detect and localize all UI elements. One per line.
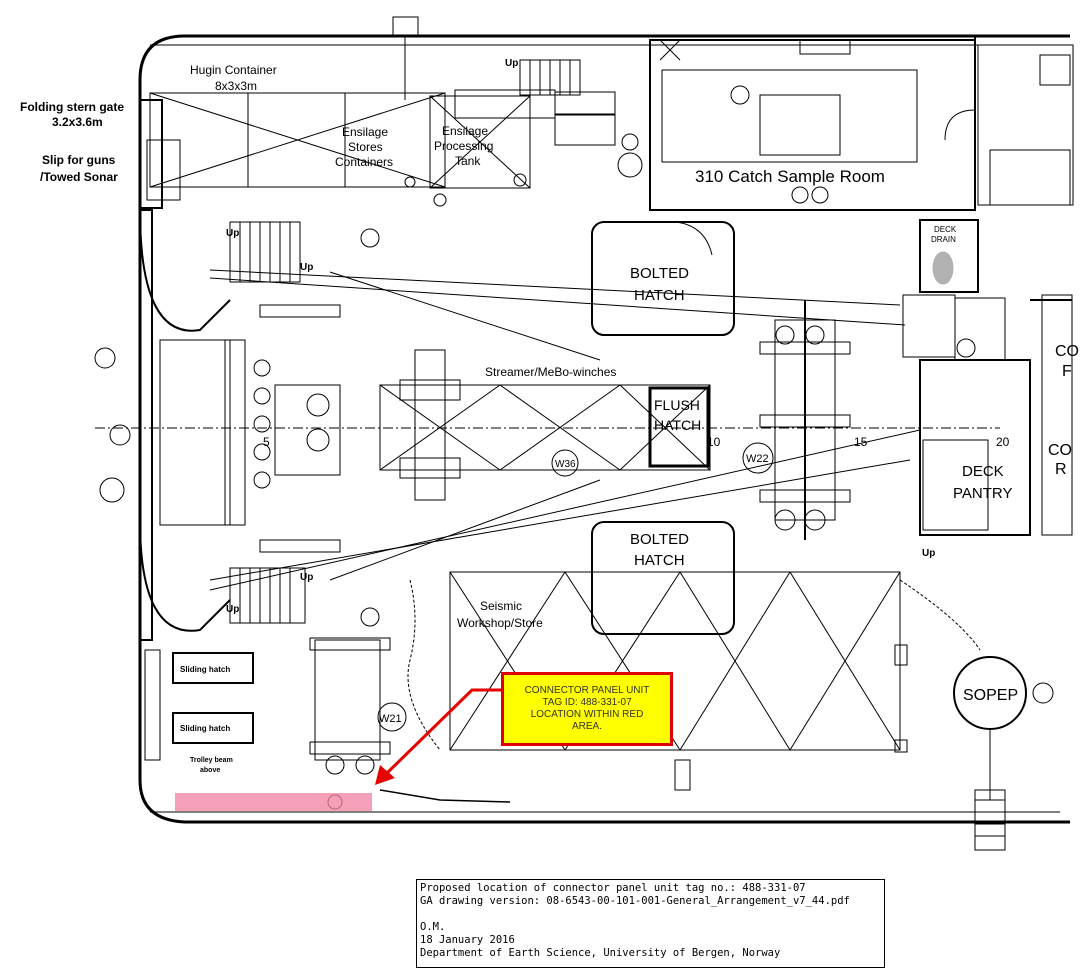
label-folding-stern-gate: Folding stern gate (20, 100, 124, 114)
label-bolted-hatch-bottom-1: BOLTED (630, 531, 689, 548)
label-ensilage-stores-3: Containers (335, 155, 393, 169)
sliding-hatch-1-outline (172, 652, 254, 684)
label-flush-hatch-1: FLUSH (654, 397, 700, 413)
red-arrow (375, 688, 501, 785)
label-stern-gate-size: 3.2x3.6m (52, 115, 103, 129)
label-streamer-winches: Streamer/MeBo-winches (485, 365, 616, 379)
winch-w22 (742, 300, 851, 540)
connector-panel-callout: CONNECTOR PANEL UNIT TAG ID: 488-331-07 … (501, 672, 673, 746)
label-trolley-beam-2: above (200, 767, 220, 774)
grid-label-10: 10 (707, 435, 721, 449)
drawing-info-box: Proposed location of connector panel uni… (416, 879, 885, 968)
label-deck-pantry-2: PANTRY (953, 485, 1012, 502)
label-ensilage-proc-1: Ensilage (442, 124, 488, 138)
callout-line-2: TAG ID: 488-331-07 (542, 697, 632, 708)
label-up-5: Up (226, 604, 239, 615)
label-w21: W21 (379, 713, 402, 725)
flush-hatch (648, 386, 710, 468)
label-right-co-1: CO (1055, 343, 1079, 360)
label-up-4: Up (300, 572, 313, 583)
grid-label-15: 15 (854, 435, 868, 449)
label-towed-sonar: /Towed Sonar (40, 170, 118, 184)
callout-line-3: LOCATION WITHIN RED (530, 709, 644, 720)
info-line-5: Department of Earth Science, University … (420, 947, 781, 959)
bolted-hatch-bottom (591, 521, 735, 635)
label-sliding-hatch-1: Sliding hatch (180, 665, 230, 674)
label-right-co-2: F (1062, 363, 1072, 380)
sliding-hatch-2-outline (172, 712, 254, 744)
label-trolley-beam-1: Trolley beam (190, 757, 233, 764)
stern-winch-left (94, 304, 341, 553)
label-sopep: SOPEP (963, 687, 1018, 704)
info-line-2: GA drawing version: 08-6543-00-101-001-G… (420, 895, 850, 907)
label-right-co-4: R (1055, 461, 1067, 478)
label-bolted-hatch-bottom-2: HATCH (634, 552, 685, 569)
label-flush-hatch-2: HATCH (654, 417, 701, 433)
label-up-3: Up (300, 262, 313, 273)
grid-label-20: 20 (996, 435, 1010, 449)
label-deck-drain-1: DECK (934, 225, 957, 234)
info-line-3: O.M. (420, 921, 446, 933)
label-w22: W22 (746, 453, 769, 465)
label-deck-pantry-1: DECK (962, 463, 1004, 480)
label-slip-guns: Slip for guns (42, 153, 116, 167)
label-seismic-2: Workshop/Store (457, 616, 543, 630)
label-bolted-hatch-top-2: HATCH (634, 287, 685, 304)
info-line-4: 18 January 2016 (420, 934, 515, 946)
callout-line-1: CONNECTOR PANEL UNIT (524, 685, 650, 696)
top-stairway (454, 59, 616, 146)
label-ensilage-proc-3: Tank (455, 154, 481, 168)
info-line-1: Proposed location of connector panel uni… (420, 882, 806, 894)
label-up-1: Up (505, 58, 518, 69)
label-hugin-size: 8x3x3m (215, 79, 257, 93)
callout-line-4: AREA. (571, 721, 602, 732)
label-up-2: Up (226, 228, 239, 239)
label-up-6: Up (922, 548, 935, 559)
label-ensilage-stores-1: Ensilage (342, 125, 388, 139)
label-sliding-hatch-2: Sliding hatch (180, 724, 230, 733)
label-hugin-container: Hugin Container (190, 63, 277, 77)
winch-w21 (309, 637, 407, 775)
label-catch-sample-room: 310 Catch Sample Room (695, 167, 885, 186)
label-right-co-3: CO (1048, 442, 1072, 459)
grid-label-5: 5 (263, 435, 270, 449)
connector-panel-area (175, 793, 372, 811)
bolted-hatch-top (591, 221, 735, 336)
hugin-container-outline (149, 92, 446, 188)
label-bolted-hatch-top-1: BOLTED (630, 265, 689, 282)
label-ensilage-stores-2: Stores (348, 140, 383, 154)
deck-pantry (919, 359, 1031, 536)
label-deck-drain-2: DRAIN (931, 235, 956, 244)
label-w36: W36 (555, 459, 576, 470)
label-seismic-1: Seismic (480, 599, 522, 613)
label-ensilage-proc-2: Processing (434, 139, 493, 153)
